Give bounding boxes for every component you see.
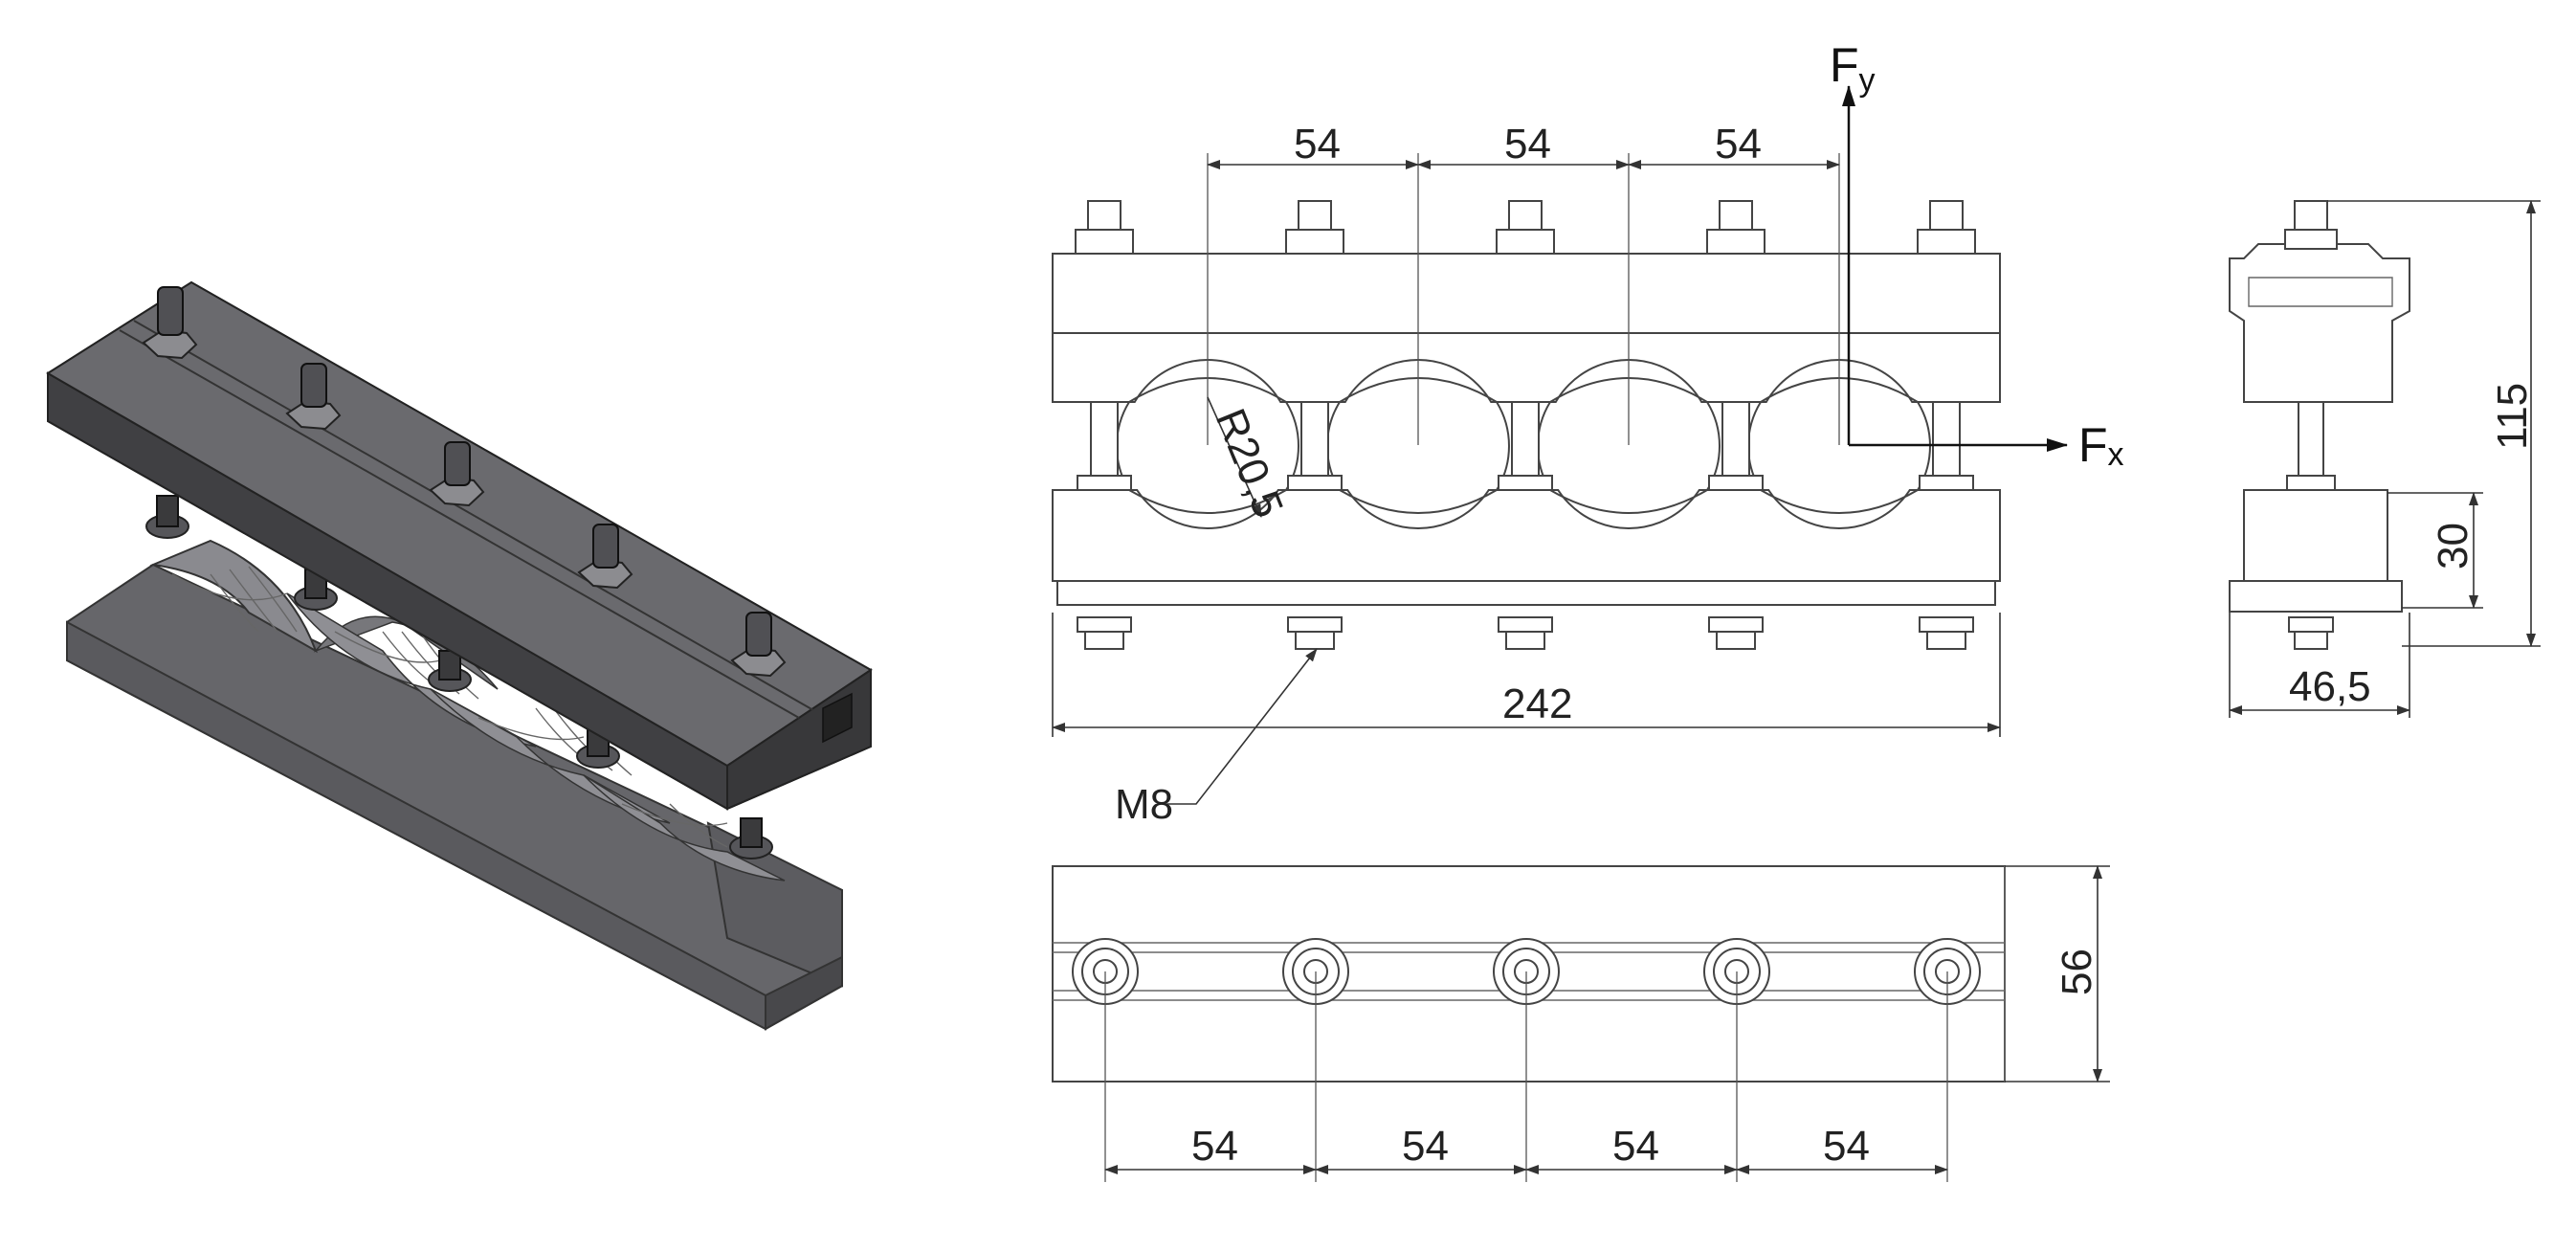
dim-total-length: 242 <box>1502 681 1572 727</box>
side-view: 115 30 46,5 <box>2229 200 2541 718</box>
dim-base-height: 30 <box>2430 523 2476 569</box>
dim-pitch-top-3: 54 <box>1715 121 1762 167</box>
dim-pitch-bottom-1: 54 <box>1191 1123 1238 1170</box>
front-top-nuts <box>1075 200 1976 255</box>
upper-clamp-block <box>46 280 873 811</box>
top-view: 54 54 54 54 56 <box>1052 865 2110 1182</box>
dim-pitch-bottom-2: 54 <box>1402 1123 1449 1170</box>
dim-width: 46,5 <box>2289 663 2371 710</box>
isometric-view <box>46 280 873 1031</box>
dim-pitch-top-1: 54 <box>1294 121 1341 167</box>
dim-pitch-top-2: 54 <box>1504 121 1551 167</box>
dim-total-height: 115 <box>2489 383 2536 450</box>
front-view: Fy Fx 54 54 54 R20,5 242 M8 <box>1052 38 2124 828</box>
dim-pitch-bottom-3: 54 <box>1612 1123 1659 1170</box>
force-x-label: Fx <box>2078 418 2124 473</box>
lower-clamp-block <box>66 495 843 1031</box>
dim-top-view-width: 56 <box>2054 949 2100 995</box>
front-upper-clamp <box>1052 253 2001 334</box>
dim-pitch-bottom-4: 54 <box>1823 1123 1870 1170</box>
bolt-label: M8 <box>1115 781 1173 828</box>
force-arrows <box>1842 85 2068 452</box>
front-bottom-nuts <box>1077 616 1974 650</box>
force-y-label: Fy <box>1830 38 1876 99</box>
